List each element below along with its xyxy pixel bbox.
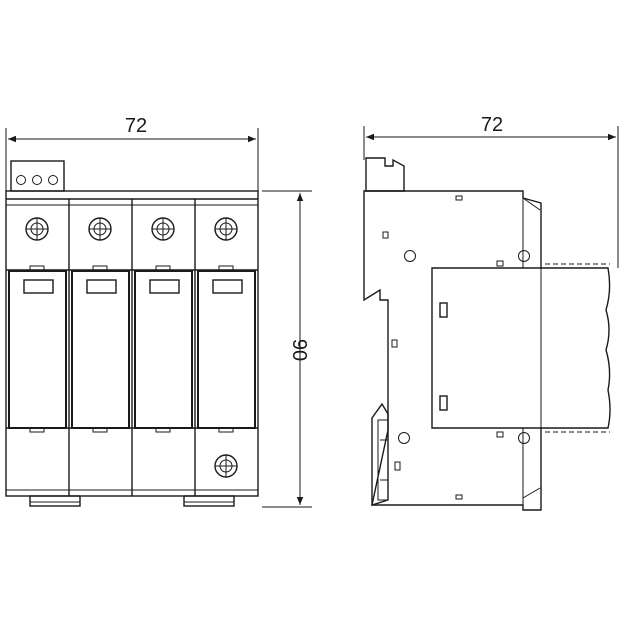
terminal-screws <box>25 217 238 478</box>
side-width-dimension: 72 <box>363 114 619 268</box>
status-window <box>86 279 117 294</box>
side-terminal <box>365 157 405 192</box>
side-width-label: 72 <box>481 114 503 136</box>
status-window <box>23 279 54 294</box>
front-view: 72 90 <box>5 115 312 508</box>
status-window <box>212 279 243 294</box>
protection-modules <box>8 265 256 433</box>
front-width-label: 72 <box>125 115 147 137</box>
side-housing <box>363 190 542 511</box>
side-cartridge <box>431 263 611 433</box>
side-din-clip <box>371 402 389 506</box>
side-view: 72 <box>363 114 619 511</box>
front-height-label: 90 <box>288 339 310 361</box>
status-window <box>149 279 180 294</box>
auxiliary-terminal-block <box>10 160 65 192</box>
front-width-dimension: 72 <box>5 115 259 192</box>
front-height-dimension: 90 <box>262 190 312 508</box>
din-rail-clips <box>29 495 235 507</box>
